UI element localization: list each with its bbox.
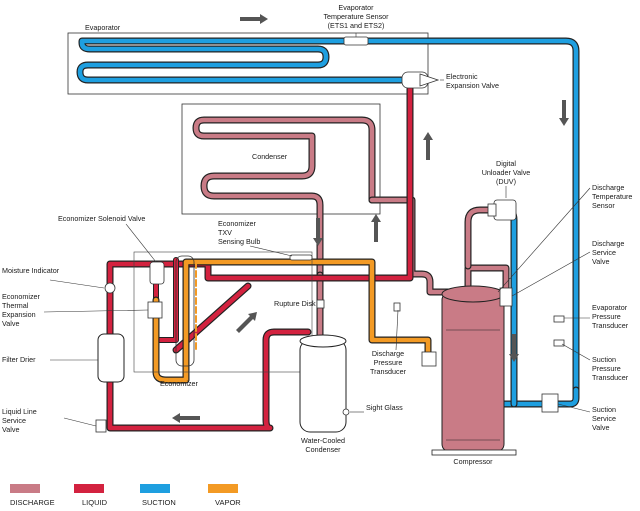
label-sight-glass: Sight Glass [366, 403, 403, 412]
legend-label-discharge: DISCHARGE [10, 498, 55, 507]
legend-swatch-vapor [208, 484, 238, 493]
label-discharge-service-valve-2: Service [592, 248, 616, 257]
flow-arrows [172, 14, 569, 423]
economizer-solenoid-valve [149, 261, 165, 285]
label-economizer-txv-2: TXV [218, 228, 232, 237]
label-discharge-service-valve-3: Valve [592, 257, 609, 266]
label-suction-pressure-2: Pressure [592, 364, 621, 373]
label-liquid-line-valve-1: Liquid Line [2, 407, 37, 416]
label-electronic-expansion-valve-1: Electronic [446, 72, 478, 81]
condenser-box [181, 103, 381, 215]
label-digital-unloader-2: Unloader Valve [482, 168, 531, 177]
legend: DISCHARGE LIQUID SUCTION VAPOR [10, 484, 241, 507]
label-compressor: Compressor [453, 457, 493, 466]
digital-unloader-valve [487, 199, 517, 221]
label-evaporator-temp-sensor-2: Temperature Sensor [323, 12, 389, 21]
suction-service-valve [541, 393, 559, 413]
label-moisture-indicator: Moisture Indicator [2, 266, 60, 275]
economizer-box [133, 251, 313, 373]
label-digital-unloader-1: Digital [496, 159, 516, 168]
liquid-line-service-valve [95, 419, 107, 433]
label-filter-drier: Filter Drier [2, 355, 36, 364]
label-suction-service-valve-3: Valve [592, 423, 609, 432]
label-liquid-line-valve-2: Service [2, 416, 26, 425]
label-evap-pressure-1: Evaporator [592, 303, 628, 312]
label-discharge-temp-sensor-2: Temperature [592, 192, 632, 201]
label-evap-pressure-2: Pressure [592, 312, 621, 321]
label-discharge-temp-sensor-3: Sensor [592, 201, 615, 210]
suction-line [492, 206, 580, 408]
label-digital-unloader-3: (DUV) [496, 177, 516, 186]
compressor [431, 285, 517, 456]
legend-swatch-liquid [74, 484, 104, 493]
label-econ-thermal-exp-2: Thermal [2, 301, 29, 310]
legend-swatch-suction [140, 484, 170, 493]
evaporator-pressure-transducer [553, 315, 565, 323]
label-economizer-txv-3: Sensing Bulb [218, 237, 260, 246]
condenser-coil [192, 116, 376, 279]
label-discharge-pressure-3: Transducer [370, 367, 407, 376]
discharge-pressure-transducer [421, 351, 437, 367]
label-discharge-pressure-2: Pressure [374, 358, 403, 367]
discharge-temp-sensor [393, 302, 401, 312]
label-rupture-disk: Rupture Disk [274, 299, 316, 308]
suction-pressure-transducer [553, 339, 565, 347]
label-economizer-solenoid-valve: Economizer Solenoid Valve [58, 214, 145, 223]
label-water-cooled-1: Water-Cooled [301, 436, 345, 445]
label-econ-thermal-exp-1: Economizer [2, 292, 41, 301]
rupture-disk [316, 299, 325, 309]
vapor-line [152, 258, 432, 384]
label-economizer-txv-1: Economizer [218, 219, 257, 228]
water-cooled-condenser [299, 334, 347, 433]
label-discharge-service-valve-1: Discharge [592, 239, 624, 248]
label-suction-service-valve-1: Suction [592, 405, 616, 414]
discharge-line [368, 196, 510, 300]
sight-glass [342, 408, 350, 416]
evaporator-temp-sensor [343, 36, 369, 46]
electronic-expansion-valve [401, 71, 440, 89]
label-evaporator-temp-sensor-1: Evaporator [338, 3, 374, 12]
label-suction-pressure-1: Suction [592, 355, 616, 364]
filter-drier [97, 333, 125, 383]
label-electronic-expansion-valve-2: Expansion Valve [446, 81, 499, 90]
discharge-service-valve [499, 287, 513, 307]
legend-label-vapor: VAPOR [215, 498, 241, 507]
label-discharge-pressure-1: Discharge [372, 349, 404, 358]
label-suction-pressure-3: Transducer [592, 373, 629, 382]
economizer-thermal-expansion-valve [147, 301, 163, 319]
label-econ-thermal-exp-3: Expansion [2, 310, 36, 319]
legend-label-suction: SUCTION [142, 498, 176, 507]
legend-swatch-discharge [10, 484, 40, 493]
label-evap-pressure-3: Transducer [592, 321, 629, 330]
evaporator-box [67, 32, 429, 95]
label-economizer: Economizer [160, 379, 199, 388]
label-liquid-line-valve-3: Valve [2, 425, 19, 434]
leader-lines [43, 33, 591, 427]
legend-label-liquid: LIQUID [82, 498, 108, 507]
label-evaporator: Evaporator [85, 23, 121, 32]
label-evaporator-temp-sensor-3: (ETS1 and ETS2) [328, 21, 385, 30]
label-econ-thermal-exp-4: Valve [2, 319, 19, 328]
moisture-indicator [104, 282, 116, 294]
economizer-txv-sensing-bulb [289, 254, 313, 261]
label-condenser: Condenser [252, 152, 288, 161]
label-water-cooled-2: Condenser [305, 445, 341, 454]
label-discharge-temp-sensor-1: Discharge [592, 183, 624, 192]
label-suction-service-valve-2: Service [592, 414, 616, 423]
